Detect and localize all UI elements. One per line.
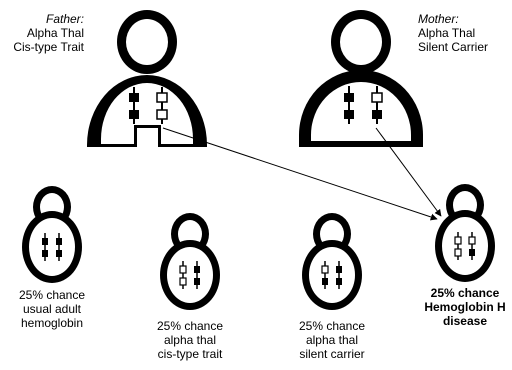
child-figure-3 [302, 213, 362, 310]
mother-to-child-arrow [375, 127, 442, 217]
child-4-label-line3: disease [442, 314, 488, 328]
child-2-label-line2: alpha thal [163, 333, 217, 347]
child-1-label-line2: usual adult [22, 302, 82, 316]
mother-trait-line1: Alpha Thal [418, 26, 476, 40]
child-1-label: 25% chance usual adult hemoglobin [2, 288, 102, 330]
child-1-chromosomes [42, 233, 62, 261]
father-chromosome-left [129, 87, 139, 124]
mother-figure [299, 10, 423, 147]
child-2-label-line1: 25% chance [156, 319, 224, 333]
child-3-label-line2: alpha thal [305, 333, 359, 347]
child-3-chromosomes [321, 261, 342, 289]
mother-label: Mother: Alpha Thal Silent Carrier [418, 12, 510, 54]
child-3-label-line1: 25% chance [298, 319, 366, 333]
child-figure-1 [22, 186, 82, 283]
mother-role: Mother: [418, 12, 459, 26]
mother-chromosome-right [371, 86, 383, 124]
child-4-label: 25% chance Hemoglobin H disease [418, 286, 512, 328]
mother-chromosome-left [344, 86, 354, 124]
father-figure [87, 10, 207, 147]
child-4-label-line1: 25% chance [430, 286, 500, 300]
child-2-chromosomes [179, 261, 200, 289]
child-2-label-line3: cis-type trait [157, 347, 223, 361]
child-3-label: 25% chance alpha thal silent carrier [282, 319, 382, 361]
father-role: Father: [45, 12, 84, 26]
child-4-chromosomes [454, 232, 476, 260]
child-3-label-line3: silent carrier [299, 347, 365, 361]
child-4-label-line2: Hemoglobin H [424, 300, 506, 314]
father-trait-line1: Alpha Thal [26, 26, 84, 40]
father-to-child-arrow [162, 127, 438, 221]
child-1-label-line3: hemoglobin [20, 316, 84, 330]
child-figure-4 [435, 184, 495, 282]
child-2-label: 25% chance alpha thal cis-type trait [140, 319, 240, 361]
father-label: Father: Alpha Thal Cis-type Trait [4, 12, 84, 54]
mother-trait-line2: Silent Carrier [418, 40, 489, 54]
child-figure-2 [160, 213, 220, 310]
child-1-label-line1: 25% chance [18, 288, 86, 302]
father-chromosome-right [156, 87, 168, 124]
father-trait-line2: Cis-type Trait [13, 40, 84, 54]
